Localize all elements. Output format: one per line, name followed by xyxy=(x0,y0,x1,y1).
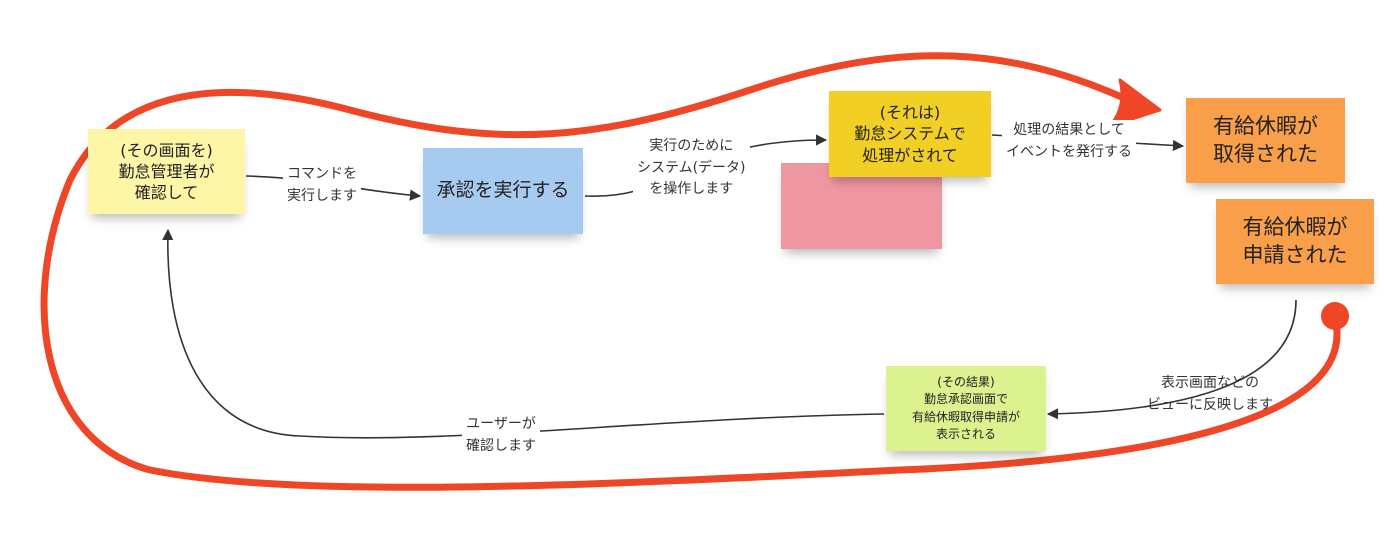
sticky-note-text: (それは) 勤怠システムで 処理がされて xyxy=(854,103,966,165)
connector-label-execute-command: コマンドを 実行します xyxy=(283,164,361,208)
connector-result-to-manager xyxy=(162,228,885,439)
sticky-note-system-processing[interactable]: (それは) 勤怠システムで 処理がされて xyxy=(829,91,991,177)
sticky-note-event-leave-taken[interactable]: 有給休暇が 取得された xyxy=(1186,98,1345,183)
sticky-note-event-leave-requested[interactable]: 有給休暇が 申請された xyxy=(1216,199,1374,284)
sticky-note-result-view[interactable]: (その結果) 勤怠承認画面で 有給休暇取得申請が 表示される xyxy=(886,366,1046,451)
sticky-note-text: 有給休暇が 申請された xyxy=(1242,214,1348,267)
sticky-note-command[interactable]: 承認を実行する xyxy=(423,148,583,234)
loop-start-dot xyxy=(1321,302,1349,330)
sticky-note-text: 有給休暇が 取得された xyxy=(1213,113,1318,166)
sticky-note-aggregate-blank[interactable] xyxy=(781,163,942,249)
connector-event-to-result xyxy=(1046,299,1297,420)
sticky-note-manager-confirms[interactable]: (その画面を) 勤怠管理者が 確認して xyxy=(88,129,245,214)
connector-label-user-confirms: ユーザーが 確認します xyxy=(462,414,540,458)
sticky-note-text: 承認を実行する xyxy=(436,179,570,202)
sticky-note-text: (その画面を) 勤怠管理者が 確認して xyxy=(118,140,215,203)
connector-label-operate-system: 実行のために システム(データ) を操作します xyxy=(633,136,750,202)
sticky-note-text: (その結果) 勤怠承認画面で 有給休暇取得申請が 表示される xyxy=(911,374,1020,441)
connector-label-reflect-view: 表示画面などの ビューに反映します xyxy=(1147,375,1273,413)
connector-label-publish-event: 処理の結果として イベントを発行する xyxy=(1002,120,1136,164)
feedback-loop-curve xyxy=(40,52,1341,491)
